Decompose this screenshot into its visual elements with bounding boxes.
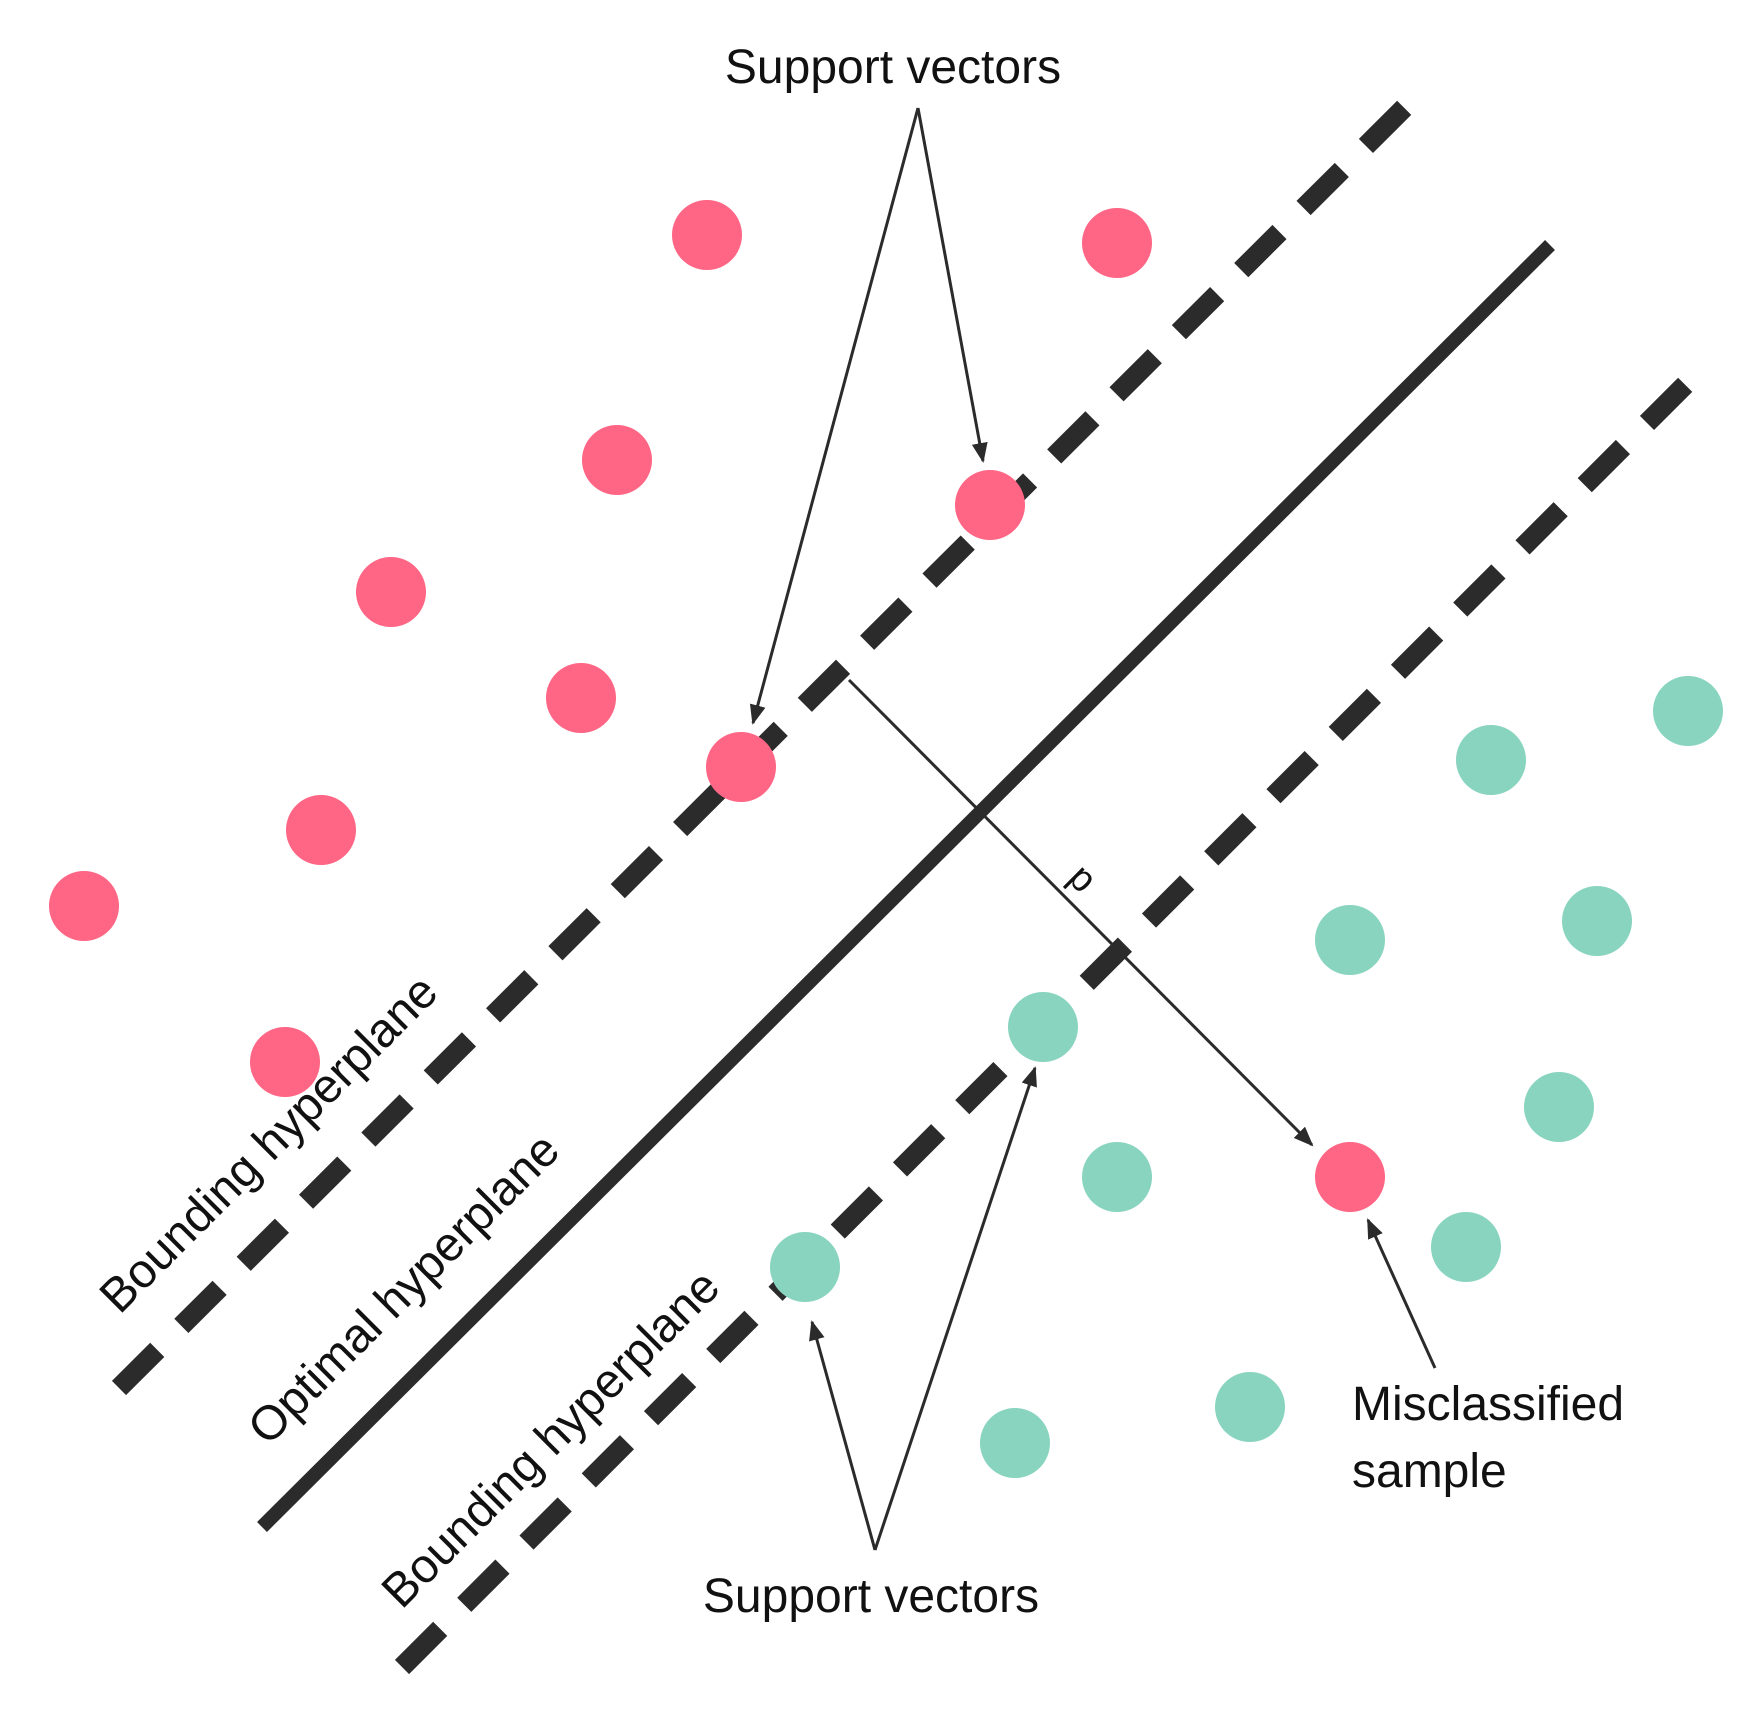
support-vectors-bottom-arrow-right [873,1066,1037,1551]
class-b-point [1653,676,1723,746]
support-vectors-bottom-arrow-left [809,1320,877,1551]
class-b-points [770,676,1723,1478]
misclassified-label-line1: Misclassified [1352,1378,1624,1431]
class-a-point [672,200,742,270]
class-a-point [250,1027,320,1097]
class-a-point [546,663,616,733]
class-a-point [1082,208,1152,278]
class-b-point [1562,886,1632,956]
distance-arrow [847,678,1314,1147]
optimal-hyperplane-label: Optimal hyperplane [238,1123,570,1455]
class-b-point [1524,1072,1594,1142]
bounding-hyperplane-lower-label: Bounding hyperplane [372,1260,730,1618]
support-vectors-top-arrow-right [916,107,988,463]
support-vectors-bottom-label: Support vectors [703,1570,1039,1623]
class-a-point [356,557,426,627]
support-vector-a [955,470,1025,540]
class-a-points [49,200,1385,1212]
support-vectors-top-label: Support vectors [725,41,1061,94]
misclassified-label-line2: sample [1352,1445,1507,1498]
support-vector-a [706,732,776,802]
class-a-point [286,795,356,865]
class-b-point [1082,1142,1152,1212]
support-vector-b [1008,992,1078,1062]
support-vector-b [770,1232,840,1302]
class-a-point [49,871,119,941]
class-b-point [980,1408,1050,1478]
class-b-point [1315,905,1385,975]
class-a-point [582,425,652,495]
class-b-point [1215,1372,1285,1442]
class-b-point [1456,725,1526,795]
optimal-hyperplane-line [257,240,1555,1532]
class-b-point [1431,1212,1501,1282]
support-vectors-top-arrow-left [749,107,920,725]
misclassified-point [1315,1142,1385,1212]
misclassified-arrow [1366,1218,1437,1369]
